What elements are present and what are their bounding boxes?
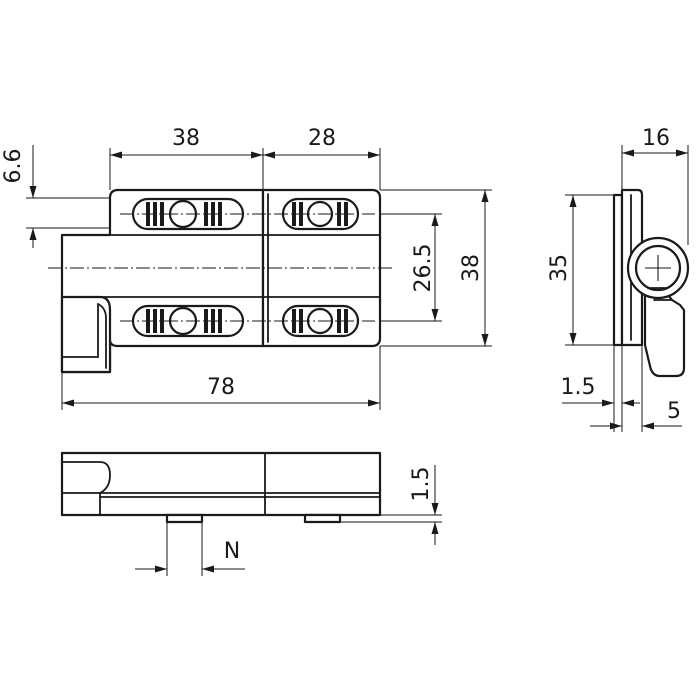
bottom-view-tab-right [303,513,342,524]
bottom-view-tab-left [165,513,204,524]
side-view-dimensions: 16 35 1.5 5 [547,126,689,432]
dim-label-38-side: 38 [459,254,484,282]
dim-label-78: 78 [207,375,235,400]
dim-label-1-5-bottom: 1.5 [409,467,434,502]
side-view [612,188,690,378]
bottom-view [60,451,382,524]
dim-label-n: N [224,539,240,564]
dim-label-16: 16 [642,126,670,151]
dim-label-6-6: 6.6 [1,149,26,184]
dim-label-1-5-side: 1.5 [561,375,596,400]
dim-label-5: 5 [667,399,681,424]
side-view-latch-arm [643,283,686,378]
front-view [48,188,395,374]
front-view-dimensions: 38 28 6.6 26.5 38 78 [1,126,492,410]
dim-label-38-top: 38 [172,126,200,151]
side-view-base-plate [612,193,624,347]
bottom-view-body [60,451,382,517]
front-view-latch-curve [97,303,107,369]
dim-label-35: 35 [547,254,572,282]
bottom-view-dimensions: 1.5 N [135,465,442,576]
dim-label-26-5: 26.5 [411,244,436,293]
dim-label-28-top: 28 [308,126,336,151]
